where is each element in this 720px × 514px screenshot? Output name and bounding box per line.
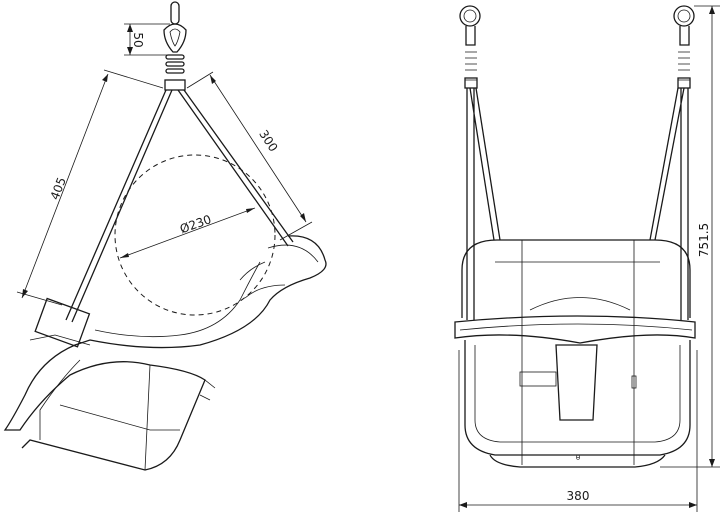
dimension-total-height-label: 751.5 bbox=[697, 223, 711, 257]
dimension-rope-short-label: 300 bbox=[256, 127, 280, 154]
dimension-50: 50 bbox=[124, 23, 170, 56]
seat-side bbox=[3, 235, 327, 471]
svg-text:θ: θ bbox=[576, 454, 580, 462]
hook bbox=[163, 1, 187, 91]
dimension-rope-long-label: 405 bbox=[48, 175, 69, 201]
dimension-230: Ø230 bbox=[119, 207, 256, 259]
dimension-405: 405 bbox=[16, 69, 164, 306]
front-view: θ 751.5 380 bbox=[454, 5, 720, 512]
side-view: 50 405 300 Ø230 bbox=[3, 1, 327, 471]
dimension-380: 380 bbox=[458, 350, 698, 512]
seat-front: θ bbox=[454, 239, 696, 468]
ropes-front bbox=[466, 87, 689, 320]
dimension-total-width-label: 380 bbox=[567, 489, 590, 503]
dimension-hook-height-label: 50 bbox=[131, 32, 145, 47]
hooks-front bbox=[459, 5, 695, 89]
ropes bbox=[65, 89, 294, 323]
leg-opening-circle bbox=[114, 154, 276, 316]
dimension-leg-opening-label: Ø230 bbox=[178, 212, 213, 236]
dimension-751: 751.5 bbox=[660, 5, 720, 468]
